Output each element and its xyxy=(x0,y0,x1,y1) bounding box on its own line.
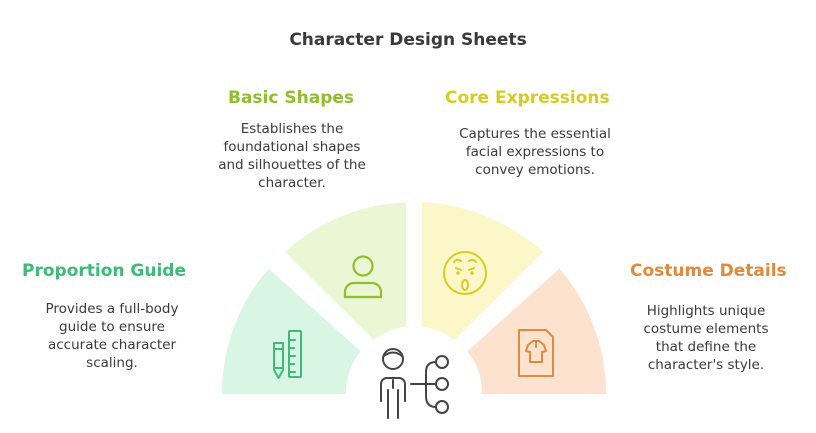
desc-line: Provides a full-body xyxy=(45,301,179,317)
desc-line: foundational shapes xyxy=(223,139,361,155)
desc-line: character's style. xyxy=(647,357,765,373)
desc-line: and silhouettes of the xyxy=(218,157,366,173)
desc-line: facial expressions to xyxy=(465,144,605,160)
desc-line: guide to ensure xyxy=(59,319,165,335)
segment-costume-details xyxy=(467,268,607,394)
desc-line: Highlights unique xyxy=(646,303,766,319)
person-icon xyxy=(343,255,383,299)
segment-basic-shapes xyxy=(285,202,406,340)
surprised-face-icon xyxy=(443,251,487,295)
desc-proportion-guide: Provides a full-body guide to ensure acc… xyxy=(12,300,212,372)
desc-line: character. xyxy=(258,175,326,191)
desc-basic-shapes: Establishes the foundational shapes and … xyxy=(192,120,392,192)
heading-costume-details: Costume Details xyxy=(630,261,787,281)
diagram-title: Character Design Sheets xyxy=(289,30,527,50)
costume-shirt-icon xyxy=(518,329,554,377)
desc-line: that define the xyxy=(655,339,757,355)
desc-line: costume elements xyxy=(643,321,769,337)
desc-line: Captures the essential xyxy=(459,126,611,142)
desc-line: Establishes the xyxy=(240,121,344,137)
desc-core-expressions: Captures the essential facial expression… xyxy=(425,125,645,179)
heading-core-expressions: Core Expressions xyxy=(445,88,610,108)
segment-core-expressions xyxy=(422,202,543,340)
desc-line: accurate character xyxy=(47,337,177,353)
heading-proportion-guide: Proportion Guide xyxy=(22,261,186,281)
desc-costume-details: Highlights unique costume elements that … xyxy=(606,302,806,374)
character-branching-icon xyxy=(380,348,449,419)
heading-basic-shapes: Basic Shapes xyxy=(228,88,355,108)
pencil-ruler-icon xyxy=(273,330,302,379)
desc-line: scaling. xyxy=(86,355,138,371)
desc-line: convey emotions. xyxy=(475,162,595,178)
